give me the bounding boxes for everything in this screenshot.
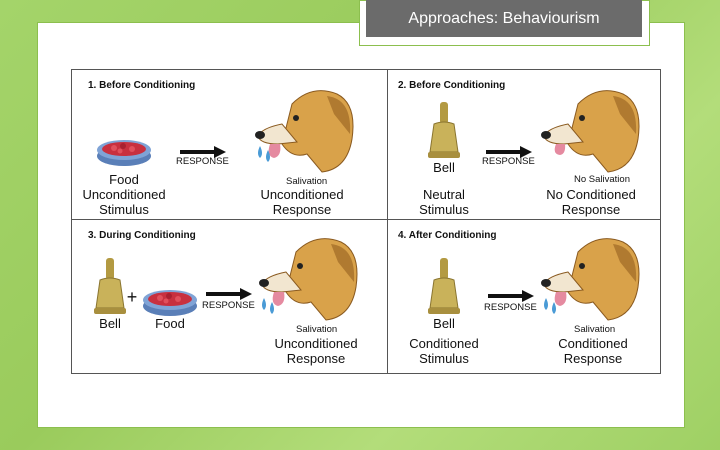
figure-divider-vertical [387,70,388,373]
drool-icon [258,146,270,162]
response-arrow-icon [486,146,532,158]
stimulus-type-line1: Unconditioned [82,187,166,202]
stimulus-type-line2: Stimulus [419,202,469,217]
food-dish-icon [143,290,197,316]
plus-sign: + [126,287,138,307]
stimulus-type-line2: Stimulus [99,202,149,217]
bell-icon [94,258,126,314]
panel-before-conditioning-bell: 2. Before Conditioning Bell Neutral Stim… [388,70,660,219]
slide-title: Approaches: Behaviourism [366,0,642,37]
arrow-label: RESPONSE [176,156,229,167]
stimulus-name: Food [109,172,139,187]
figure-divider-horizontal [72,219,660,220]
response-arrow-icon [206,288,252,300]
dog-state: Salivation [296,324,338,335]
conditioning-figure: 1. Before Conditioning Food Unconditione… [71,69,661,374]
response-line1: No Conditioned [546,187,636,202]
response-line2: Response [561,202,621,217]
dog-head-icon [541,238,640,321]
panel-before-conditioning-food: 1. Before Conditioning Food Unconditione… [72,70,387,219]
stimulus-type-line1: Neutral [423,187,465,202]
panel-title: 1. Before Conditioning [88,80,196,91]
dog-head-icon [259,238,358,321]
response-line1: Unconditioned [260,187,344,202]
drool-icon [544,298,556,314]
panel-after-conditioning: 4. After Conditioning Bell Conditioned S… [388,220,660,373]
stimulus-type-line1: Conditioned [409,336,479,351]
arrow-label: RESPONSE [482,156,535,167]
dog-head-icon [541,90,640,173]
response-arrow-icon [488,290,534,302]
stimulus-name-bell: Bell [99,316,121,331]
panel-title: 2. Before Conditioning [398,80,506,91]
stimulus-type-line2: Stimulus [419,351,469,366]
response-line2: Response [286,351,346,366]
arrow-label: RESPONSE [484,302,537,313]
panel-during-conditioning: 3. During Conditioning + Bell Food RESPO… [72,220,387,373]
dog-state: No Salivation [574,174,630,185]
dog-head-icon [255,90,354,173]
panel-title: 3. During Conditioning [88,230,196,241]
response-line2: Response [272,202,332,217]
response-arrow-icon [180,146,226,158]
dog-state: Salivation [574,324,616,335]
food-dish-icon [97,140,151,166]
response-line1: Conditioned [558,336,628,351]
arrow-label: RESPONSE [202,300,255,311]
stimulus-name: Bell [433,160,455,175]
dog-state: Salivation [286,176,328,187]
stimulus-name-food: Food [155,316,185,331]
panel-title: 4. After Conditioning [398,230,497,241]
drool-icon [262,298,274,314]
response-line1: Unconditioned [274,336,358,351]
response-line2: Response [563,351,623,366]
bell-icon [428,258,460,314]
bell-icon [428,102,460,158]
stimulus-name: Bell [433,316,455,331]
